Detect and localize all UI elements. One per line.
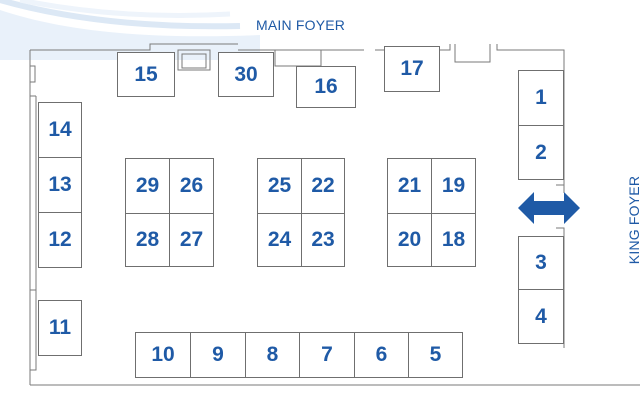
- booth-4[interactable]: 4: [518, 289, 564, 344]
- main-foyer-label: MAIN FOYER: [256, 17, 346, 33]
- booth-26[interactable]: 26: [169, 158, 214, 214]
- booth-17[interactable]: 17: [384, 46, 440, 92]
- booth-13[interactable]: 13: [38, 157, 82, 213]
- booth-6[interactable]: 6: [354, 332, 409, 378]
- booth-30[interactable]: 30: [218, 52, 274, 97]
- booth-1[interactable]: 1: [518, 70, 564, 126]
- booth-23[interactable]: 23: [301, 213, 345, 267]
- booth-16[interactable]: 16: [296, 66, 356, 108]
- booth-11[interactable]: 11: [38, 300, 82, 356]
- booth-3[interactable]: 3: [518, 236, 564, 290]
- booth-28[interactable]: 28: [125, 213, 170, 267]
- booth-25[interactable]: 25: [257, 158, 302, 214]
- booth-5[interactable]: 5: [408, 332, 463, 378]
- booth-2[interactable]: 2: [518, 125, 564, 180]
- booth-27[interactable]: 27: [169, 213, 214, 267]
- booth-15[interactable]: 15: [117, 52, 175, 97]
- booth-7[interactable]: 7: [299, 332, 355, 378]
- booth-10[interactable]: 10: [135, 332, 191, 378]
- booth-24[interactable]: 24: [257, 213, 302, 267]
- booth-14[interactable]: 14: [38, 102, 82, 158]
- booth-20[interactable]: 20: [387, 213, 432, 267]
- double-arrow-icon: [518, 192, 580, 224]
- booth-19[interactable]: 19: [431, 158, 476, 214]
- booth-9[interactable]: 9: [190, 332, 246, 378]
- booth-12[interactable]: 12: [38, 212, 82, 268]
- booth-18[interactable]: 18: [431, 213, 476, 267]
- booth-29[interactable]: 29: [125, 158, 170, 214]
- booth-8[interactable]: 8: [245, 332, 300, 378]
- booth-21[interactable]: 21: [387, 158, 432, 214]
- booth-22[interactable]: 22: [301, 158, 345, 214]
